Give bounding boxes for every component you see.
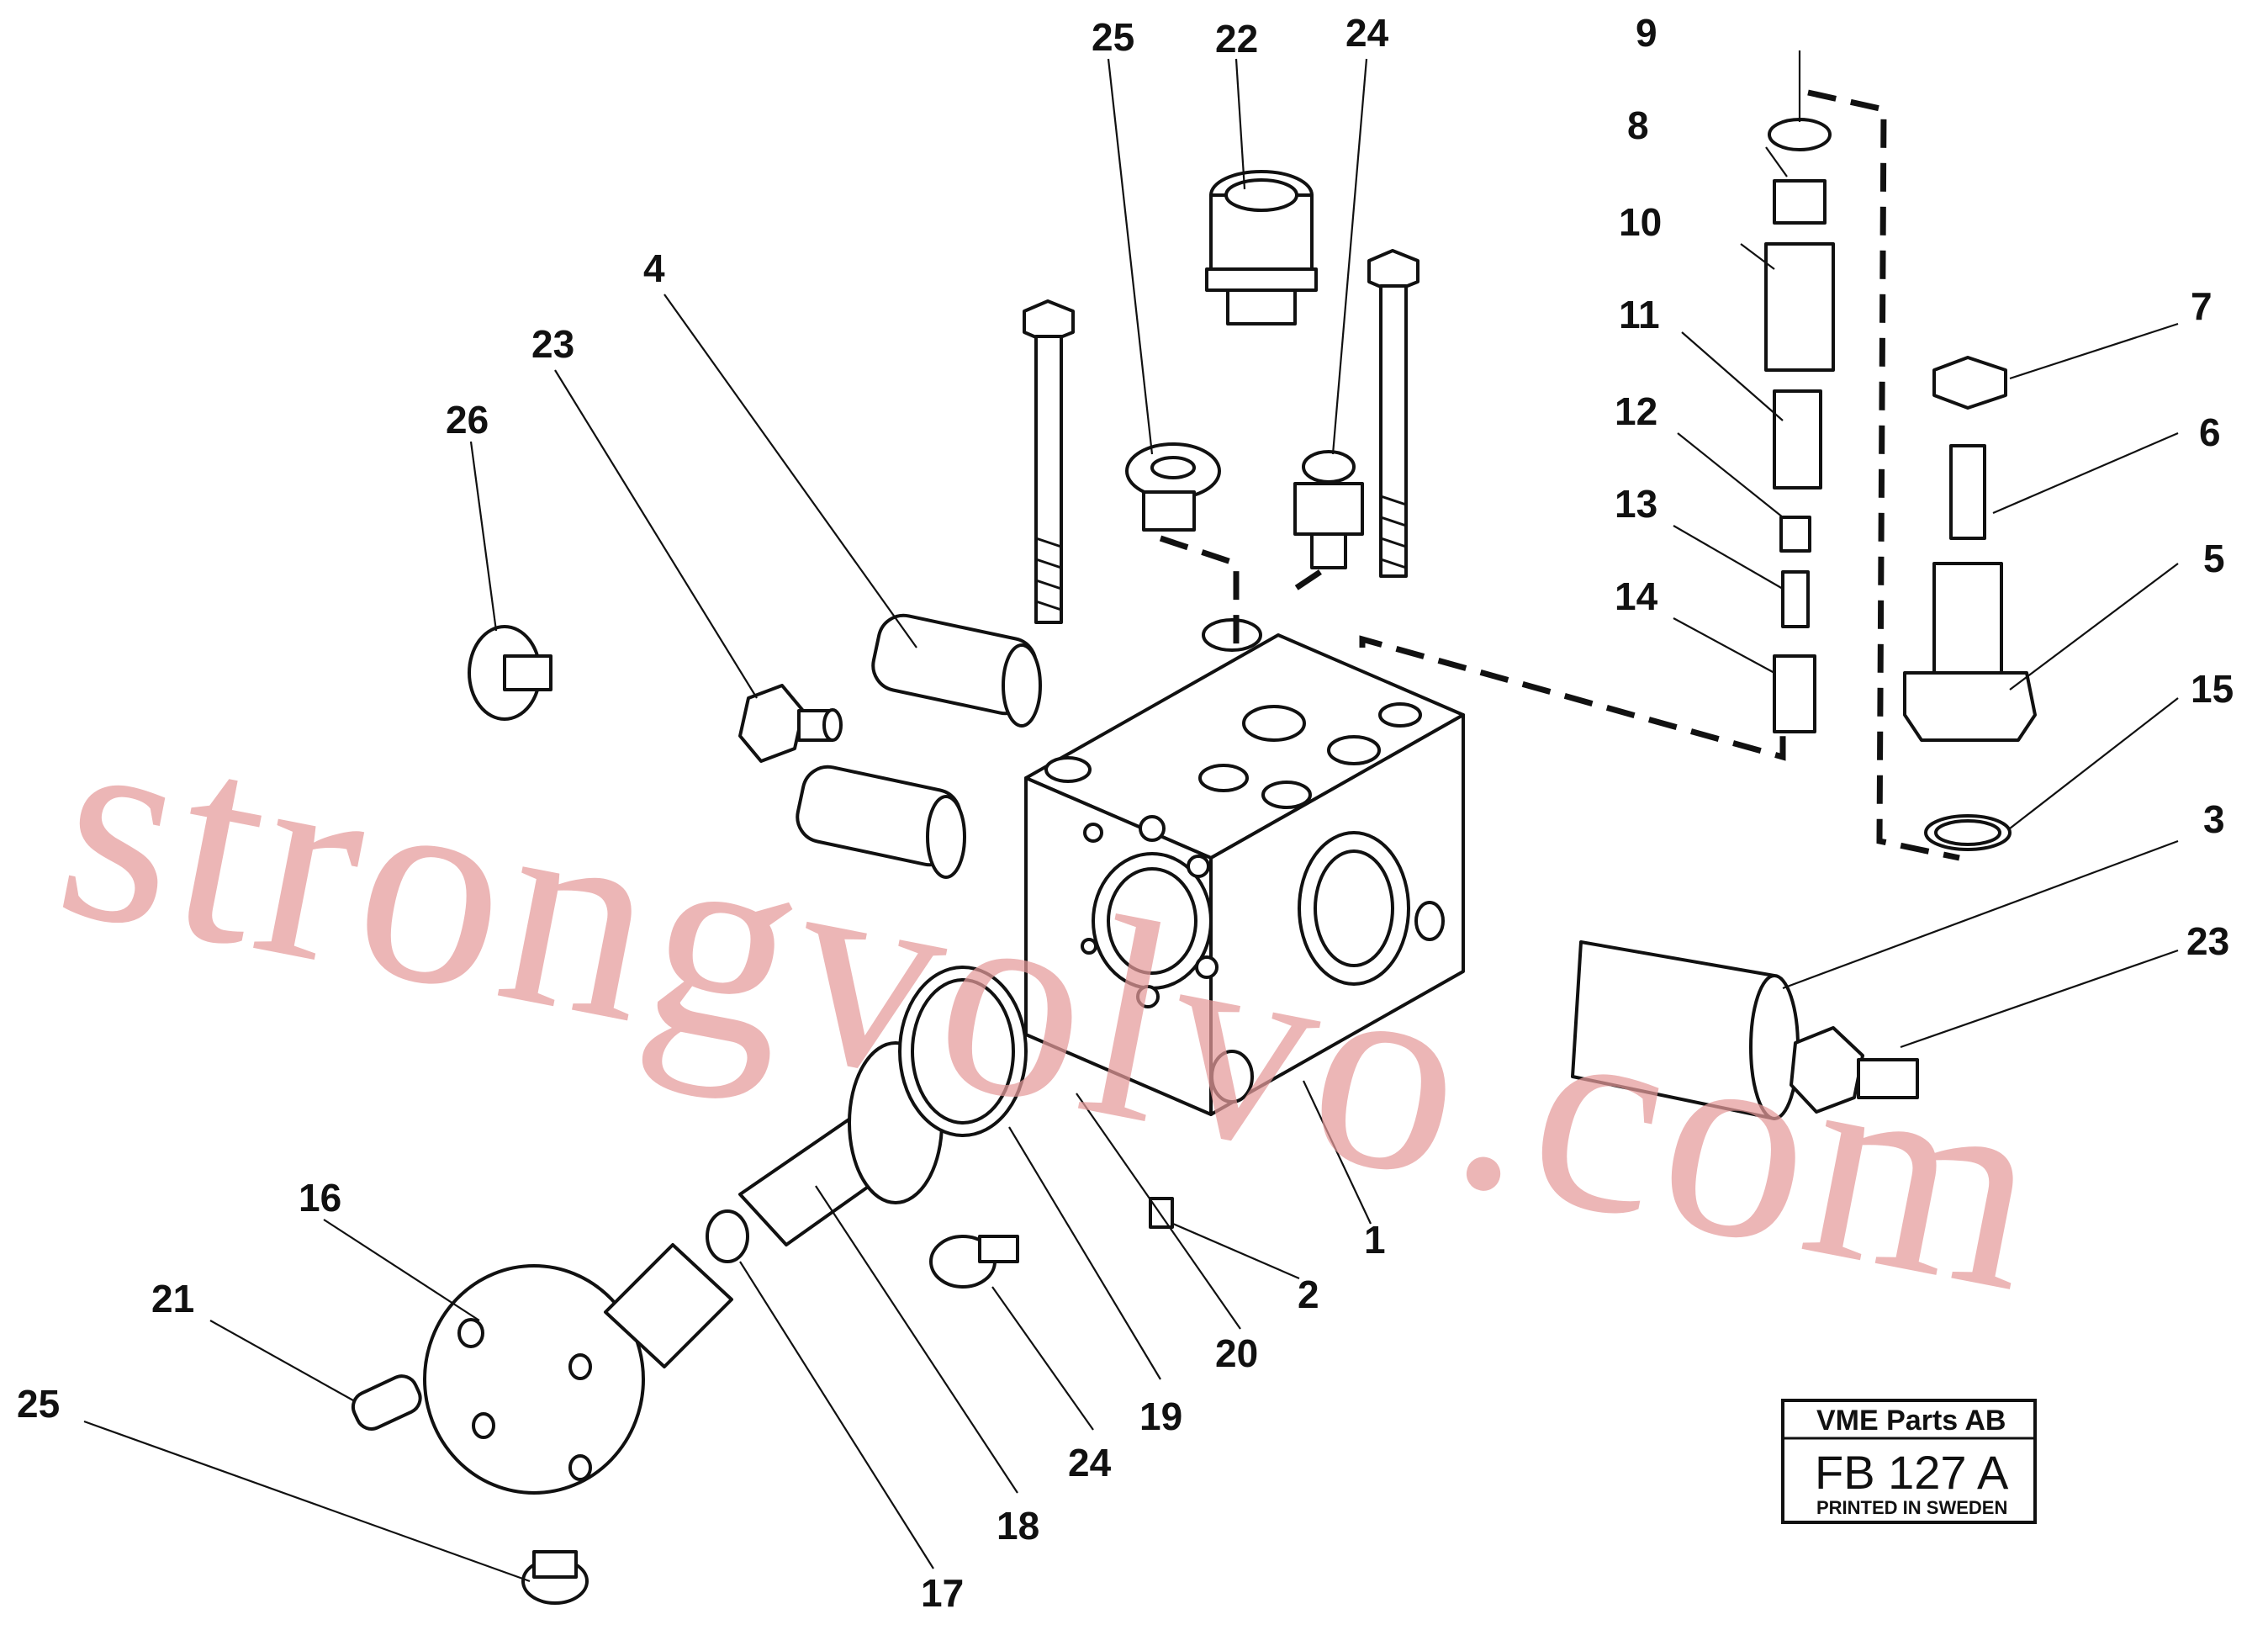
fitting-23-left — [738, 684, 843, 763]
callout-5: 5 — [2203, 537, 2225, 580]
title-block-code: FB 127 A — [1815, 1446, 2009, 1499]
callout-24-top: 24 — [1345, 11, 1389, 55]
callout-19: 19 — [1139, 1394, 1182, 1438]
callout-labels: 25 22 24 9 8 10 11 12 13 14 7 6 5 15 3 2… — [17, 11, 2234, 1615]
callout-26: 26 — [446, 398, 489, 442]
title-block-printed: PRINTED IN SWEDEN — [1816, 1497, 2007, 1518]
bolt-right — [1367, 249, 1419, 578]
fitting-23-right — [1790, 1026, 1919, 1114]
o-ring-17 — [706, 1209, 749, 1263]
valve-stack-right — [1903, 356, 2037, 851]
callout-14: 14 — [1615, 574, 1658, 618]
screw-21 — [351, 1374, 422, 1431]
callout-13: 13 — [1615, 482, 1657, 526]
dash-path-spring — [1359, 635, 1786, 761]
plug-25-top — [1125, 442, 1221, 532]
callout-22: 22 — [1215, 17, 1258, 61]
fitting-22 — [1205, 170, 1318, 325]
plug-26 — [468, 625, 552, 721]
tube-4-upper — [871, 613, 1042, 728]
callout-3: 3 — [2203, 797, 2225, 841]
tube-4-lower — [796, 765, 966, 879]
spring-stack — [1764, 118, 1835, 733]
callout-25-bottom: 25 — [17, 1382, 60, 1426]
callout-10: 10 — [1619, 200, 1662, 244]
callout-18: 18 — [997, 1504, 1039, 1548]
dash-path-right — [1807, 89, 1960, 861]
bolt-left — [1023, 299, 1075, 624]
valve-block — [1024, 618, 1465, 1116]
fitting-24-top — [1293, 450, 1364, 569]
callout-23-left: 23 — [531, 322, 574, 366]
callout-23-right: 23 — [2186, 919, 2229, 963]
callout-4: 4 — [643, 246, 665, 290]
callout-6: 6 — [2199, 410, 2221, 454]
tube-3 — [1571, 940, 1800, 1120]
title-block-company: VME Parts AB — [1816, 1405, 2006, 1437]
title-block: VME Parts AB FB 127 A PRINTED IN SWEDEN — [1781, 1399, 2037, 1524]
callout-11: 11 — [1619, 293, 1660, 336]
callout-24-bottom: 24 — [1068, 1441, 1112, 1484]
dash-path-24 — [1293, 569, 1322, 591]
o-ring-19 — [898, 966, 1028, 1137]
callout-15: 15 — [2191, 667, 2234, 711]
leader-lines — [83, 50, 2179, 1583]
callout-21: 21 — [151, 1277, 194, 1320]
plug-24-bottom — [929, 1235, 1019, 1289]
callout-1: 1 — [1364, 1218, 1386, 1262]
cover-16 — [423, 1243, 733, 1495]
plug-25-bottom — [521, 1550, 589, 1605]
callout-9: 9 — [1636, 11, 1657, 55]
callout-8: 8 — [1627, 103, 1649, 147]
callout-17: 17 — [921, 1571, 964, 1615]
callout-7: 7 — [2191, 284, 2212, 328]
callout-20: 20 — [1215, 1331, 1258, 1375]
callout-25-top: 25 — [1092, 15, 1134, 59]
callout-12: 12 — [1615, 389, 1657, 433]
parts-drawing — [351, 89, 2037, 1605]
callout-2: 2 — [1298, 1273, 1319, 1316]
dash-path-25 — [1159, 535, 1240, 648]
callout-16: 16 — [299, 1176, 341, 1220]
